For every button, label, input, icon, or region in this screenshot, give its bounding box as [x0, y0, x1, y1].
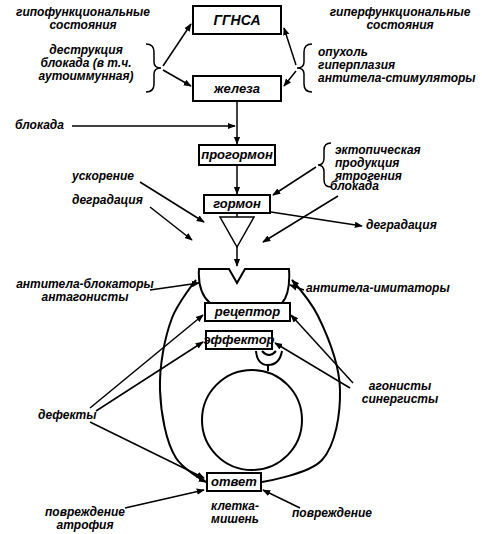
- flow-arrow: [236, 166, 238, 194]
- node-text: ГГНСА: [213, 13, 260, 27]
- leader-arrow: [90, 315, 203, 408]
- process-box: железа: [192, 75, 282, 102]
- annotation-label: повреждение атрофия: [30, 506, 140, 532]
- receptor-cup: [199, 269, 289, 303]
- node-text: рецептор: [205, 303, 290, 321]
- annotation-label: повреждение: [292, 507, 372, 520]
- leader-arrow: [163, 24, 191, 66]
- annotation-label: эктопическая продукция ятрогения: [335, 144, 480, 183]
- annotation-label: антитела-имитаторы: [306, 282, 450, 295]
- leader-arrow: [140, 182, 204, 222]
- annotation-label: деградация: [72, 194, 143, 207]
- node-text: гормон: [213, 197, 261, 211]
- hollow-arrow: [220, 217, 254, 247]
- brace: [146, 44, 161, 92]
- annotation-label: антитела-блокаторы антагонисты: [5, 278, 165, 304]
- leader-arrow: [90, 422, 204, 478]
- process-box: эффектор: [205, 330, 273, 350]
- annotation-label: опухоль гиперплазия антитела-стимуляторы: [318, 46, 478, 85]
- annotation-label: ускорение: [72, 170, 134, 183]
- process-box: гормон: [203, 194, 271, 214]
- leader-arrow: [291, 315, 353, 383]
- annotation-label: дефекты: [38, 409, 97, 422]
- leader-arrow: [263, 196, 338, 242]
- annotation-label: блокада: [330, 180, 379, 193]
- node-text: ответ: [211, 475, 257, 489]
- process-box: прогормон: [198, 144, 276, 166]
- leader-arrow: [96, 342, 203, 411]
- leader-arrow: [150, 283, 199, 290]
- annotation-label: гипофункциональные состояния: [8, 6, 158, 32]
- leader-arrow: [290, 285, 304, 290]
- leader-arrow: [271, 212, 362, 226]
- annotation-label: клетка-мишень: [202, 500, 268, 526]
- leader-arrow: [263, 490, 300, 508]
- leader-arrow: [275, 343, 350, 388]
- annotation-label: деградация: [366, 219, 437, 232]
- annotation-label: гиперфункциональные состояния: [318, 6, 482, 32]
- cell-nucleus: [202, 370, 302, 470]
- nuclear-receptor: [256, 351, 282, 371]
- annotation-label: агонисты синергисты: [350, 380, 450, 406]
- brace: [318, 143, 331, 187]
- leader-arrow: [273, 167, 316, 195]
- receptor-box: [205, 303, 290, 321]
- annotation-label: блокада: [15, 119, 64, 132]
- annotation-label: деструкция блокада (в т.ч. аутоиммунная): [30, 44, 142, 83]
- flow-arrow: [236, 102, 238, 144]
- node-text: железа: [214, 82, 260, 96]
- receptor-shape: рецептор: [196, 266, 292, 322]
- leader-arrow: [72, 125, 235, 127]
- leader-arrow: [125, 490, 204, 508]
- brace: [297, 44, 312, 92]
- process-box: ГГНСА: [192, 5, 282, 35]
- leader-arrow: [284, 71, 296, 86]
- leader-arrow: [150, 207, 192, 240]
- process-box: ответ: [206, 472, 262, 492]
- leader-arrow: [284, 28, 296, 65]
- leader-arrow: [163, 70, 191, 86]
- feedback-loop: [160, 280, 206, 482]
- node-text: прогормон: [201, 148, 273, 162]
- node-text: эффектор: [203, 333, 274, 347]
